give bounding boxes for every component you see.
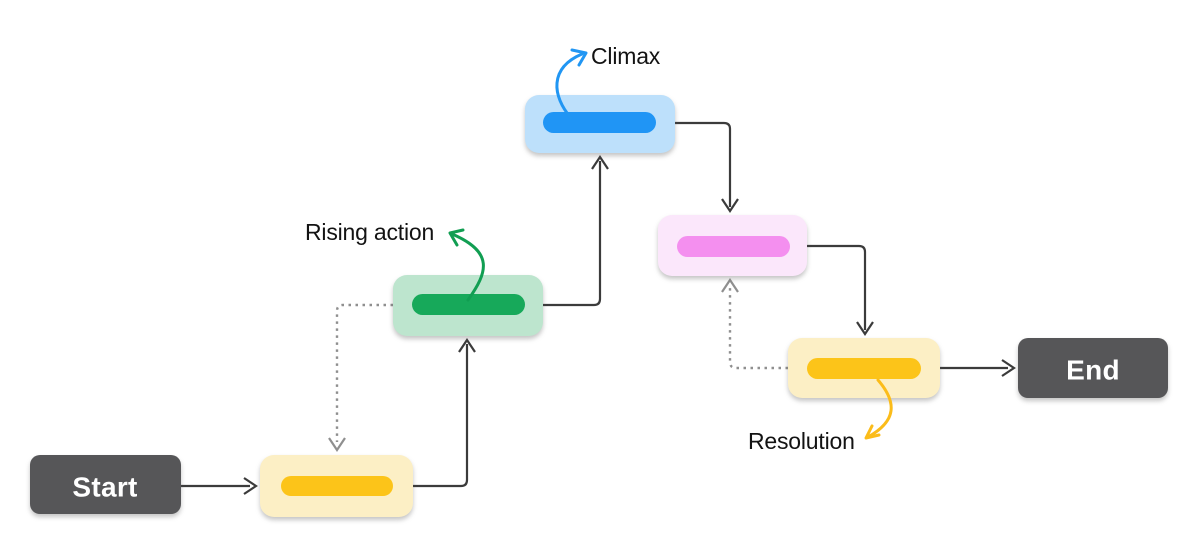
resolution-annotation-arrow: [864, 378, 893, 440]
arrowhead-start-to-step1: [243, 477, 258, 495]
rising-action-curve: [450, 232, 485, 302]
node-step5-pill: [807, 358, 921, 379]
node-start[interactable]: Start: [30, 455, 181, 514]
dotted-connectors: [328, 278, 788, 452]
arrowhead-step1-to-step2: [458, 338, 476, 353]
node-step3-climax[interactable]: [525, 95, 675, 153]
rising-action-label: Rising action: [305, 219, 434, 245]
node-step2-pill: [412, 294, 525, 315]
arrowhead-step5-to-step4-dotted: [721, 278, 739, 293]
node-step1[interactable]: [260, 455, 413, 517]
node-start-box: [30, 455, 181, 514]
edge-step4-to-step5: [807, 244, 867, 330]
node-start-label: Start: [72, 472, 137, 503]
climax-curve: [555, 52, 584, 120]
node-step4-falling-action[interactable]: [658, 215, 807, 276]
node-end-box: [1018, 338, 1168, 398]
resolution-label: Resolution: [748, 428, 855, 454]
edge-step1-to-step2: [413, 344, 469, 488]
node-end[interactable]: End: [1018, 338, 1168, 398]
arrowhead-step5-to-end: [1001, 359, 1016, 377]
node-step4-pill: [677, 236, 790, 257]
arrowhead-step2-to-step3: [591, 155, 609, 170]
node-end-label: End: [1066, 355, 1120, 386]
edge-step2-to-step1-dotted: [335, 303, 393, 442]
edge-step5-to-step4-dotted: [728, 286, 788, 370]
solid-connectors: [181, 121, 1016, 495]
rising-action-arrowhead: [448, 228, 465, 247]
node-step1-pill: [281, 476, 393, 496]
edge-step3-to-step4: [675, 121, 732, 207]
arrowhead-step4-to-step5: [856, 321, 874, 336]
edge-step2-to-step3: [543, 161, 602, 307]
resolution-curve: [866, 378, 893, 439]
climax-annotation-arrow: [555, 48, 588, 120]
climax-arrowhead: [570, 48, 588, 67]
arrowhead-step2-to-step1-dotted: [328, 437, 346, 452]
node-step3-pill: [543, 112, 656, 133]
node-step5-resolution[interactable]: [788, 338, 940, 398]
arrowhead-step3-to-step4: [721, 198, 739, 213]
node-step2-rising-action[interactable]: [393, 275, 543, 336]
rising-action-annotation-arrow: [448, 228, 485, 302]
climax-label: Climax: [591, 43, 661, 69]
resolution-arrowhead: [864, 424, 881, 440]
